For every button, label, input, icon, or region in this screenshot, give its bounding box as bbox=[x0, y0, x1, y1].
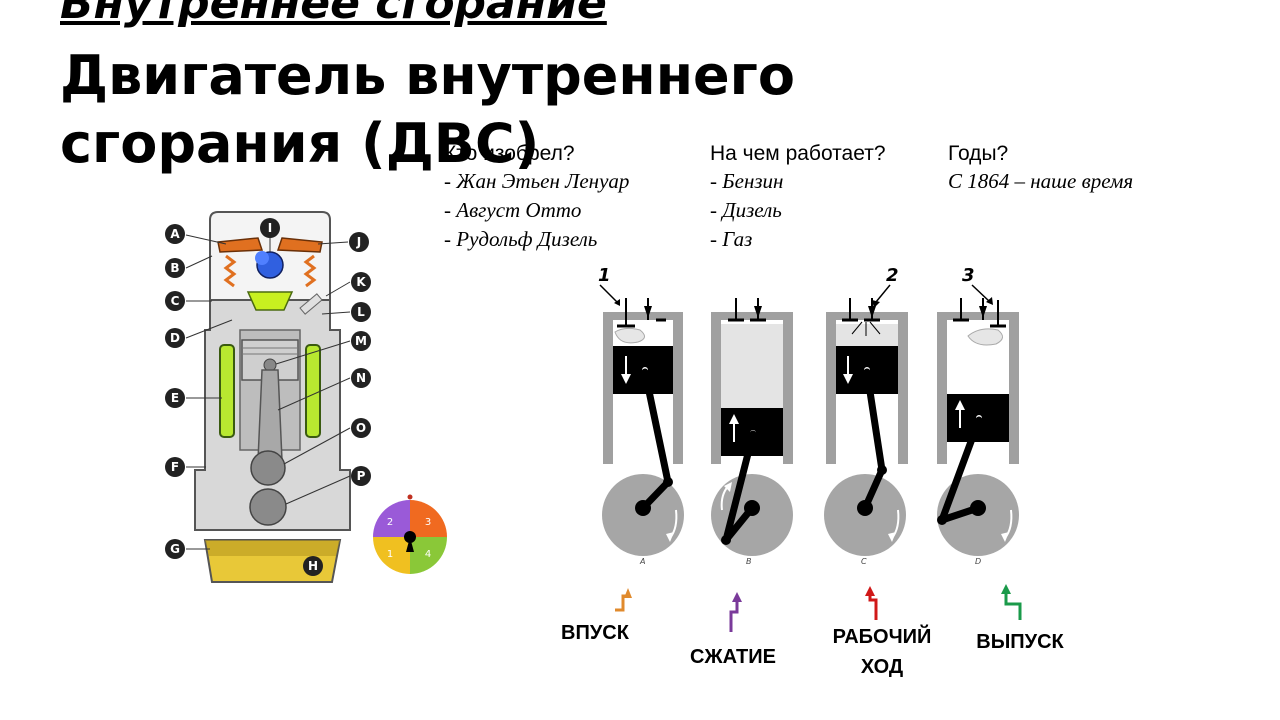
part-label-k: K bbox=[325, 272, 371, 297]
svg-text:3: 3 bbox=[425, 517, 431, 528]
stroke-panel-intake: A 1 bbox=[598, 265, 684, 566]
svg-text:4: 4 bbox=[425, 549, 431, 560]
crankshaft bbox=[249, 488, 287, 526]
svg-text:J: J bbox=[356, 235, 361, 249]
svg-text:D: D bbox=[975, 557, 981, 566]
part-label-n: N bbox=[277, 368, 371, 411]
part-label-c: C bbox=[165, 291, 212, 311]
part-label-l: L bbox=[321, 302, 371, 322]
stroke-panel-compression: B bbox=[711, 298, 793, 566]
svg-text:2: 2 bbox=[387, 517, 393, 528]
inventors-column: Кто изобрел? - Жан Этьен Ленуар - Август… bbox=[444, 140, 629, 254]
svg-text:O: O bbox=[356, 421, 366, 435]
svg-text:C: C bbox=[171, 294, 180, 308]
svg-text:H: H bbox=[308, 559, 318, 573]
cylinder-head bbox=[209, 211, 331, 301]
svg-text:C: C bbox=[861, 557, 867, 566]
svg-text:M: M bbox=[355, 334, 367, 348]
rocker-arm-right bbox=[276, 237, 323, 253]
svg-text:L: L bbox=[357, 305, 365, 319]
coolant-jacket-left bbox=[219, 344, 235, 438]
stroke-panel-power: C 2 bbox=[824, 265, 908, 566]
svg-text:N: N bbox=[356, 371, 366, 385]
years-column: Годы? С 1864 – наше время bbox=[948, 140, 1133, 196]
part-label-a: A bbox=[165, 224, 227, 245]
stroke-panel-exhaust: D 3 bbox=[937, 265, 1019, 566]
part-labels: A B C D E F G H I J K L M N O P bbox=[165, 218, 371, 576]
part-label-m: M bbox=[275, 331, 371, 365]
svg-text:A: A bbox=[639, 557, 645, 566]
svg-text:3: 3 bbox=[962, 265, 975, 286]
fuel-item: - Дизель bbox=[710, 198, 782, 222]
svg-text:1: 1 bbox=[387, 549, 393, 560]
inventor-item: - Рудольф Дизель bbox=[444, 227, 598, 251]
svg-text:B: B bbox=[170, 261, 179, 275]
part-label-f: F bbox=[165, 457, 206, 477]
svg-text:G: G bbox=[170, 542, 180, 556]
rocker-arm-left bbox=[217, 237, 264, 253]
stroke-label-power: РАБОЧИЙ ХОД bbox=[832, 626, 932, 678]
slide-title: Двигатель внутреннего сгорания (ДВС) bbox=[60, 44, 795, 175]
fuel-column: На чем работает? - Бензин - Дизель - Газ bbox=[710, 140, 886, 254]
part-label-g: G bbox=[165, 539, 210, 559]
svg-text:2: 2 bbox=[886, 265, 899, 286]
part-label-b: B bbox=[165, 255, 213, 278]
camshaft bbox=[256, 251, 284, 279]
cylinder-bore bbox=[239, 329, 301, 451]
svg-text:A: A bbox=[170, 227, 180, 241]
svg-text:1: 1 bbox=[598, 265, 611, 286]
spark-plug bbox=[299, 293, 323, 315]
crankshaft-pin bbox=[250, 450, 286, 486]
inventors-heading: Кто изобрел? bbox=[444, 142, 575, 165]
svg-text:F: F bbox=[171, 460, 179, 474]
svg-text:I: I bbox=[268, 221, 272, 235]
fuel-item: - Газ bbox=[710, 227, 753, 251]
combustion-chamber bbox=[246, 291, 294, 311]
arrow-exhaust bbox=[1001, 584, 1022, 620]
coolant-jacket-right bbox=[305, 344, 321, 438]
svg-text:D: D bbox=[170, 331, 180, 345]
part-label-d: D bbox=[165, 319, 233, 348]
fuel-heading: На чем работает? bbox=[710, 142, 886, 165]
part-label-i: I bbox=[260, 218, 280, 252]
stroke-label-intake: ВПУСК bbox=[561, 622, 629, 644]
top-title: Внутреннее сгорание bbox=[60, 0, 607, 29]
part-label-e: E bbox=[165, 388, 222, 408]
part-label-h: H bbox=[303, 556, 323, 576]
years-heading: Годы? bbox=[948, 142, 1009, 165]
svg-text:K: K bbox=[356, 275, 366, 289]
part-label-j: J bbox=[317, 232, 369, 252]
cycle-wheel: 2 3 4 1 bbox=[373, 494, 447, 574]
piston bbox=[241, 339, 299, 381]
arrow-power bbox=[865, 586, 878, 620]
engine-block bbox=[194, 299, 351, 531]
arrow-compression bbox=[729, 592, 742, 632]
connecting-rod bbox=[257, 369, 283, 461]
inventor-item: - Август Отто bbox=[444, 198, 582, 222]
part-label-o: O bbox=[283, 418, 371, 465]
oil-pan bbox=[203, 539, 342, 583]
arrow-intake bbox=[615, 588, 632, 612]
years-item: С 1864 – наше время bbox=[948, 169, 1134, 193]
fuel-item: - Бензин bbox=[710, 169, 784, 193]
stroke-label-compression: СЖАТИЕ bbox=[690, 646, 776, 668]
inventor-item: - Жан Этьен Ленуар bbox=[444, 169, 630, 193]
svg-text:E: E bbox=[171, 391, 179, 405]
svg-text:B: B bbox=[746, 557, 752, 566]
part-label-p: P bbox=[285, 466, 371, 505]
stroke-label-exhaust: ВЫПУСК bbox=[976, 631, 1064, 653]
svg-text:P: P bbox=[357, 469, 366, 483]
